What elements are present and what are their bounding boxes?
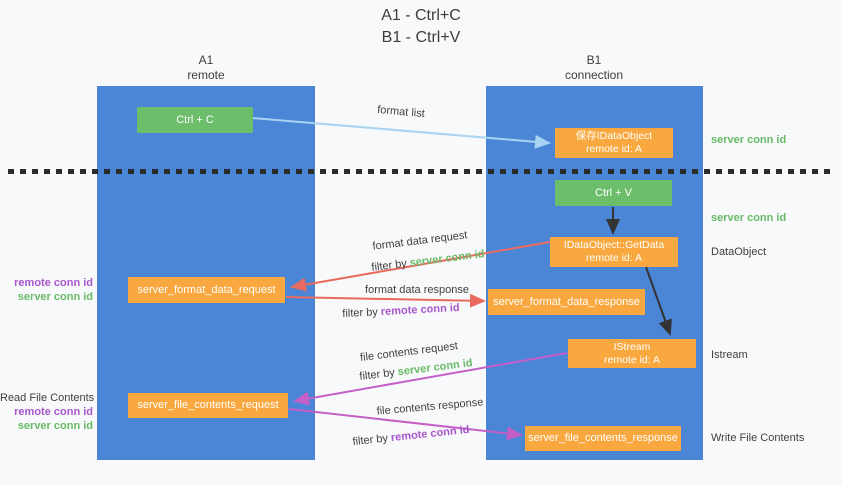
dotted-separator (8, 169, 834, 174)
ctrl-c-label: Ctrl + C (176, 113, 214, 126)
getdata-box: IDataObject::GetData remote id: A (550, 237, 678, 267)
getdata-line1: IDataObject::GetData (563, 239, 665, 251)
server-format-data-response-box: server_format_data_response (488, 289, 645, 315)
format-data-response-label: format data response (365, 284, 469, 296)
remote-conn-id-note: remote conn id (14, 277, 93, 289)
server-conn-id-note-top: server conn id (711, 134, 787, 146)
server-format-data-request-label: server_format_data_request (137, 283, 276, 296)
diagram-title: A1 - Ctrl+C B1 - Ctrl+V (0, 5, 842, 49)
ctrl-v-box: Ctrl + V (555, 180, 672, 206)
server-format-data-request-box: server_format_data_request (128, 277, 285, 303)
server-conn-id-key: server conn id (409, 248, 486, 270)
istream-note: Istream (711, 349, 748, 361)
server-file-contents-response-label: server_file_contents_response (528, 432, 678, 444)
save-dataobject-line2: remote id: A (585, 143, 643, 155)
format-list-label: format list (376, 103, 426, 121)
server-file-contents-request-label: server_file_contents_request (137, 399, 279, 411)
istream-line2: remote id: A (603, 353, 661, 366)
lane-b1-role: connection (564, 68, 624, 82)
server-conn-id-note: server conn id (17, 420, 93, 432)
write-file-contents-note: Write File Contents (711, 432, 805, 444)
ctrl-c-box: Ctrl + C (137, 107, 253, 133)
filter-by-text: filter by (370, 257, 411, 274)
left-bottom-notes: Read File Contents remote conn id server… (0, 391, 95, 433)
read-file-contents-label: Read File Contents (0, 392, 95, 404)
format-data-request-label: format data request (371, 229, 469, 253)
lane-header-a1: A1 remote (106, 53, 306, 83)
lane-a1-name: A1 (198, 53, 214, 67)
lane-header-b1: B1 connection (494, 53, 694, 83)
remote-conn-id-key: remote conn id (380, 301, 460, 319)
save-dataobject-line1: 保存IDataObject (575, 130, 653, 142)
filter-by-text: filter by (342, 306, 382, 321)
lane-b1-name: B1 (586, 53, 602, 67)
format-data-request-filter: filter by server conn id (371, 248, 485, 274)
server-file-contents-request-box: server_file_contents_request (128, 393, 288, 418)
title-line-1: A1 - Ctrl+C (381, 7, 461, 24)
filter-by-text: filter by (352, 432, 392, 449)
istream-line1: IStream (613, 340, 651, 353)
file-contents-response-label: file contents response (376, 396, 484, 418)
server-conn-id-note: server conn id (17, 291, 93, 303)
ctrl-v-label: Ctrl + V (595, 186, 632, 199)
file-contents-response-filter: filter by remote conn id (352, 424, 470, 448)
server-format-data-response-label: server_format_data_response (493, 295, 640, 308)
lane-a1-role: remote (187, 68, 225, 82)
title-line-2: B1 - Ctrl+V (381, 29, 461, 46)
server-conn-id-note-mid: server conn id (711, 212, 787, 224)
format-data-response-arrow (285, 293, 486, 308)
server-file-contents-response-box: server_file_contents_response (525, 426, 681, 451)
save-dataobject-box: 保存IDataObject remote id: A (555, 128, 673, 158)
remote-conn-id-note: remote conn id (14, 406, 93, 418)
filter-by-text: filter by (358, 366, 399, 383)
left-mid-conn-ids: remote conn id server conn id (0, 276, 93, 304)
dataobject-note: DataObject (711, 246, 767, 258)
getdata-line2: remote id: A (585, 252, 643, 264)
format-data-response-filter: filter by remote conn id (342, 302, 460, 320)
remote-conn-id-key: remote conn id (390, 423, 470, 445)
istream-box: IStream remote id: A (568, 339, 696, 368)
server-conn-id-key: server conn id (397, 357, 474, 379)
